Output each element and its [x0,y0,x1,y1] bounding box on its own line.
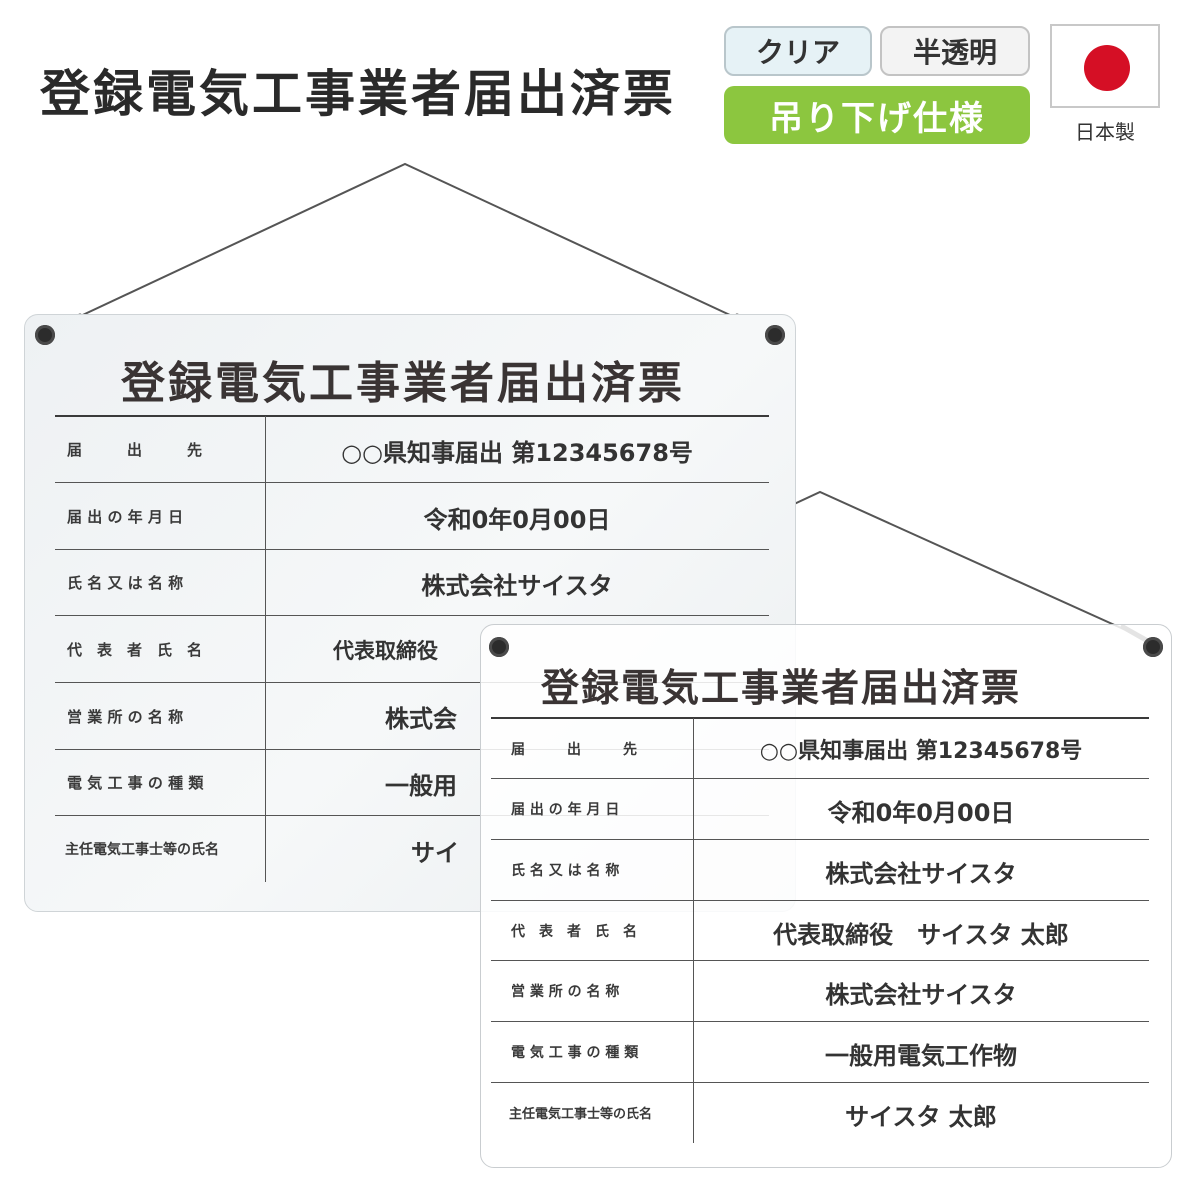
back-sign-row-divider [55,682,769,683]
front-sign-row-label: 届 出 の 年 月 日 [511,802,620,818]
flag-sun-circle [1084,45,1130,91]
clear-badge: クリア [724,26,872,76]
front-sign-plate: 登録電気工事業者届出済票 届 出 先 ○○県知事届出 第12345678号 届 … [480,624,1172,1168]
back-sign-row-label: 届 出 の 年 月 日 [67,508,184,526]
hanging-spec-badge: 吊り下げ仕様 [724,86,1030,144]
back-sign-row-value: 令和0年0月00日 [423,506,611,534]
back-sign-row-value: 代表取締役 [333,639,438,663]
front-sign-row-value: 代表取締役 サイスタ 太郎 [773,921,1069,949]
japan-flag-icon [1050,24,1160,108]
back-sign-row-value: 一般用 [385,772,457,800]
front-sign-row-value: 令和0年0月00日 [827,799,1015,827]
back-sign-column-divider [265,416,266,882]
back-sign-row-divider [55,549,769,550]
back-sign-row-divider [55,615,769,616]
front-sign-heading-rule [491,717,1149,719]
front-sign-row-label: 氏 名 又 は 名 称 [511,863,620,879]
back-sign-row-label: 電 気 工 事 の 種 類 [67,774,204,792]
back-sign-right-hole [765,325,785,345]
front-sign-row-label: 電 気 工 事 の 種 類 [511,1045,639,1061]
front-sign-right-hole [1143,637,1163,657]
back-sign-row-label: 代 表 者 氏 名 [67,641,203,659]
front-sign-heading: 登録電気工事業者届出済票 [541,666,1022,710]
front-sign-row-label: 営 業 所 の 名 称 [511,984,620,1000]
front-sign-row-value: 株式会社サイスタ [825,860,1017,888]
made-in-japan-label: 日本製 [1075,120,1135,144]
translucent-badge: 半透明 [880,26,1030,76]
front-sign-left-hole [489,637,509,657]
front-sign-row-value: 一般用電気工作物 [825,1042,1017,1070]
front-sign-row-label: 主任電気工事士等の氏名 [509,1107,653,1122]
back-sign-row-divider [55,482,769,483]
front-sign-row-divider [491,900,1149,901]
front-sign-row-divider [491,1082,1149,1083]
front-sign-row-value: サイスタ 太郎 [845,1103,997,1131]
back-sign-row-label: 主任電気工事士等の氏名 [65,842,219,858]
page-title: 登録電気工事業者届出済票 [40,65,676,123]
back-sign-row-value: ○○県知事届出 第12345678号 [341,439,693,467]
front-sign-row-divider [491,960,1149,961]
front-sign-row-divider [491,778,1149,779]
back-sign-row-value: サイ [411,839,459,867]
front-sign-row-value: ○○県知事届出 第12345678号 [759,739,1083,764]
front-sign-column-divider [693,718,694,1143]
back-sign-row-value: 株式会社サイスタ [421,572,613,600]
front-sign-row-label: 届 出 先 [511,742,637,758]
back-sign-row-label: 営 業 所 の 名 称 [67,708,184,726]
back-sign-heading-rule [55,415,769,417]
back-sign-wire [44,162,774,337]
front-sign-row-label: 代 表 者 氏 名 [511,924,637,940]
back-sign-left-hole [35,325,55,345]
back-sign-row-divider [55,749,769,750]
back-sign-row-label: 届 出 先 [67,441,203,459]
front-sign-row-divider [491,1021,1149,1022]
back-sign-row-value: 株式会 [385,705,457,733]
back-sign-heading: 登録電気工事業者届出済票 [121,358,685,409]
front-sign-row-divider [491,839,1149,840]
front-sign-row-value: 株式会社サイスタ [825,981,1017,1009]
back-sign-row-label: 氏 名 又 は 名 称 [67,574,184,592]
back-sign-row-divider [55,815,769,816]
